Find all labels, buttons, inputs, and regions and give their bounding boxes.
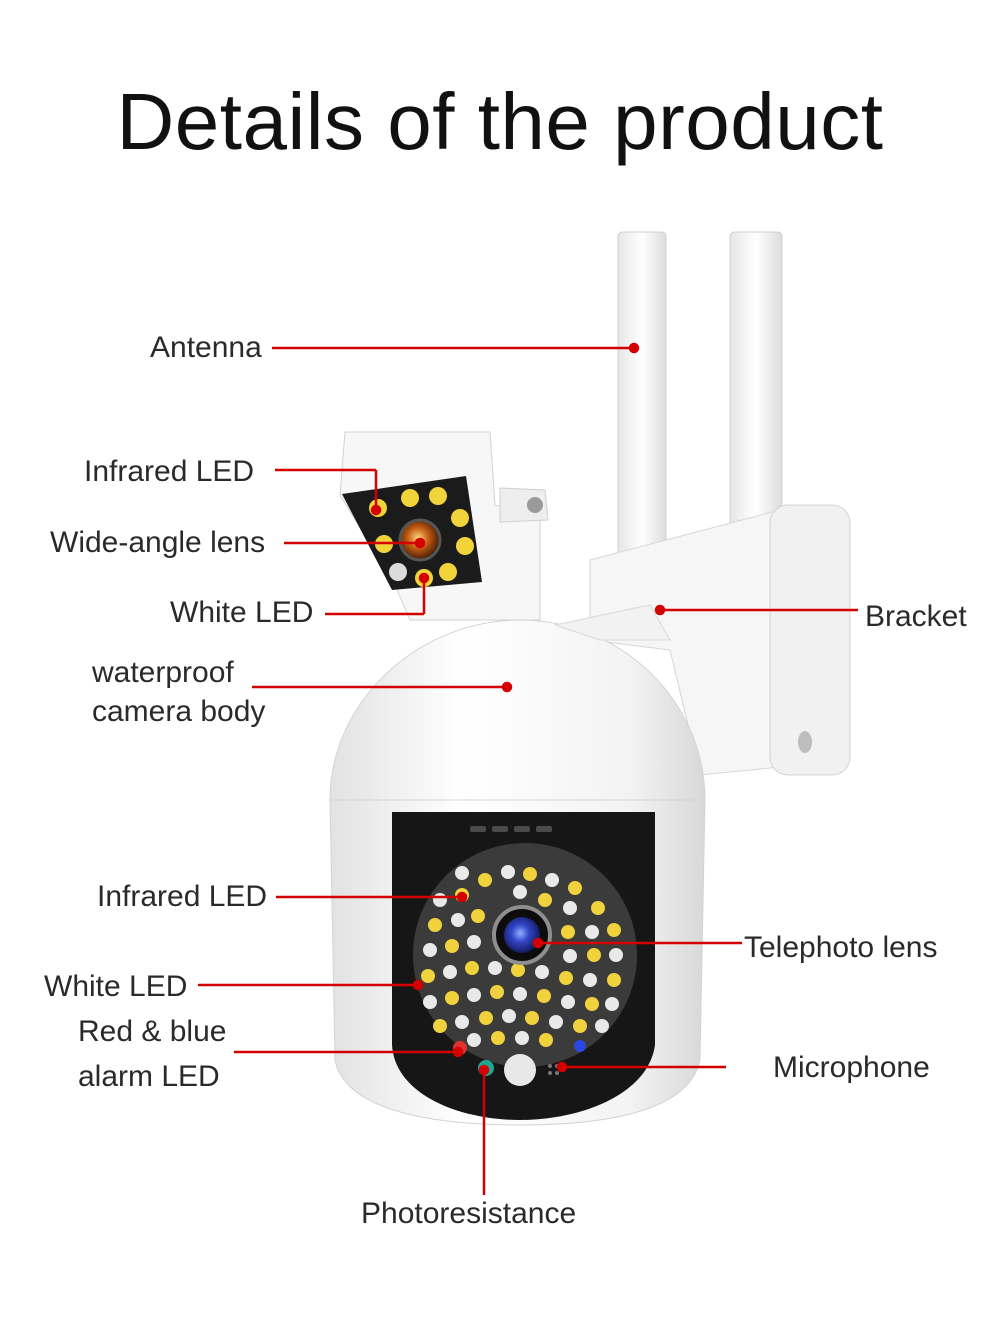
- wide-angle-module: [339, 431, 549, 621]
- blue-alarm-led: [574, 1040, 586, 1052]
- telephoto-lens-glass: [504, 917, 540, 953]
- led-array: [421, 865, 623, 1047]
- label-white-led-bottom: White LED: [44, 970, 188, 1003]
- label-telephoto-lens: Telephoto lens: [744, 931, 938, 964]
- label-antenna: Antenna: [150, 331, 262, 364]
- label-white-led-top: White LED: [170, 596, 314, 629]
- label-infrared-led-bottom: Infrared LED: [97, 880, 268, 913]
- label-microphone: Microphone: [773, 1051, 930, 1084]
- label-bracket: Bracket: [865, 600, 967, 633]
- label-alarm-line2: alarm LED: [78, 1060, 220, 1093]
- label-waterproof-line1: waterproof: [92, 656, 234, 689]
- label-photoresistance: Photoresistance: [361, 1197, 577, 1230]
- label-alarm-line1: Red & blue: [78, 1015, 227, 1048]
- antenna-pair: [617, 231, 783, 623]
- label-infrared-led-top: Infrared LED: [84, 455, 255, 488]
- pir-sensor: [504, 1054, 536, 1086]
- leader-lines: [198, 342, 858, 1195]
- label-wide-angle-lens: Wide-angle lens: [50, 526, 266, 559]
- label-waterproof-line2: camera body: [92, 695, 266, 728]
- page-title: Details of the product: [116, 77, 884, 166]
